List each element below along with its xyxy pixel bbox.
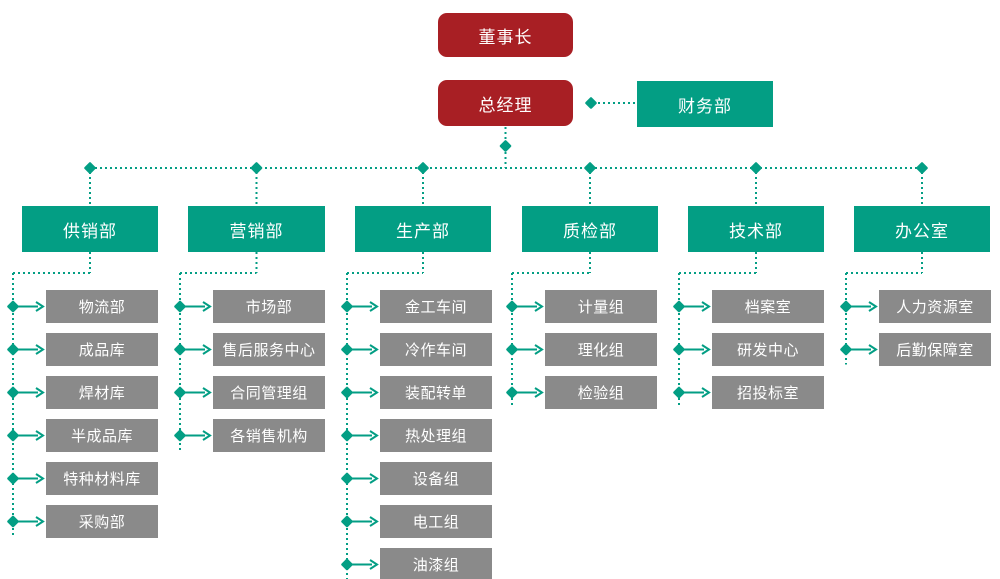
child-box-heat-treatment: 热处理组: [380, 419, 492, 452]
dept-box-technology: 技术部: [688, 206, 824, 252]
child-box-purchasing: 采购部: [46, 505, 158, 538]
dept-box-quality: 质检部: [522, 206, 658, 252]
child-box-paint: 油漆组: [380, 548, 492, 579]
child-box-welding-materials: 焊材库: [46, 376, 158, 409]
node-general-manager: 总经理: [438, 80, 573, 126]
child-box-logistics-support: 后勤保障室: [879, 333, 991, 366]
child-box-sales-orgs: 各销售机构: [213, 419, 325, 452]
child-box-equipment: 设备组: [380, 462, 492, 495]
child-box-contract-mgmt: 合同管理组: [213, 376, 325, 409]
child-box-semi-finished: 半成品库: [46, 419, 158, 452]
child-box-inspection: 检验组: [545, 376, 657, 409]
child-box-coldwork-shop: 冷作车间: [380, 333, 492, 366]
child-box-hr: 人力资源室: [879, 290, 991, 323]
dept-box-supply-sales: 供销部: [22, 206, 158, 252]
node-chairman: 董事长: [438, 13, 573, 57]
child-box-metalwork-shop: 金工车间: [380, 290, 492, 323]
child-box-assembly: 装配转单: [380, 376, 492, 409]
dept-box-office: 办公室: [854, 206, 990, 252]
child-box-metrology: 计量组: [545, 290, 657, 323]
dept-box-production: 生产部: [355, 206, 491, 252]
dept-box-marketing: 营销部: [188, 206, 325, 252]
child-box-after-sales: 售后服务中心: [213, 333, 325, 366]
child-box-bidding: 招投标室: [712, 376, 824, 409]
child-box-logistics: 物流部: [46, 290, 158, 323]
child-box-finished-goods: 成品库: [46, 333, 158, 366]
child-box-physchem: 理化组: [545, 333, 657, 366]
child-box-special-materials: 特种材料库: [46, 462, 158, 495]
child-box-rnd-center: 研发中心: [712, 333, 824, 366]
child-box-market: 市场部: [213, 290, 325, 323]
child-box-electrician: 电工组: [380, 505, 492, 538]
node-finance-dept: 财务部: [637, 81, 773, 127]
child-box-archives: 档案室: [712, 290, 824, 323]
